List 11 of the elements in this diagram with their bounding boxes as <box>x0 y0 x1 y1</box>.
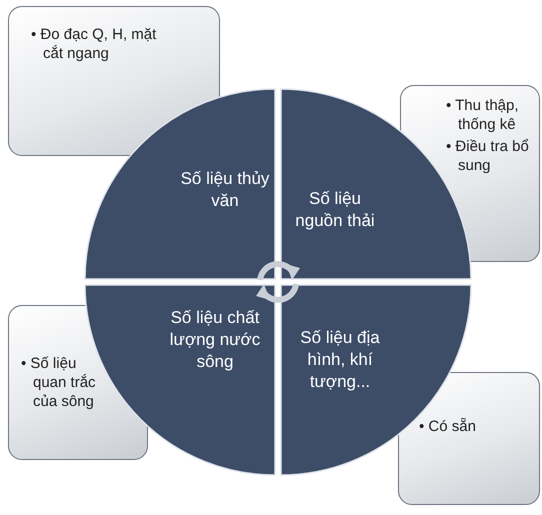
segment-label: Số liệu chất lượng nước sông <box>168 307 262 373</box>
text-card <box>398 372 540 505</box>
bullet-text: • Thu thập, thống kê <box>446 96 520 134</box>
bullet-text: • Có sẵn <box>419 417 477 436</box>
segment-label: Số liệu thủy văn <box>180 168 270 212</box>
bullet-text: • Số liệu quan trắc của sông <box>21 354 97 411</box>
text-card <box>8 6 220 156</box>
segment-label: Số liệu nguồn thải <box>294 188 376 232</box>
bullet-text: • Đo đạc Q, H, mặt cắt ngang <box>31 25 158 63</box>
bullet-text: • Điều tra bổ sung <box>446 137 530 175</box>
segment-label: Số liệu địa hình, khí tượng... <box>299 327 381 393</box>
